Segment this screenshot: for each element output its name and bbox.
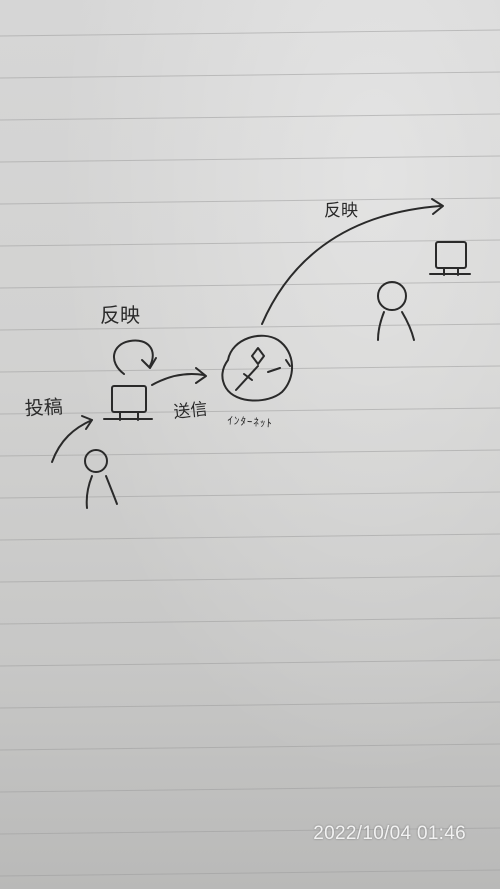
label-post: 投稿 (24, 396, 64, 420)
post-arrowhead (81, 415, 93, 430)
ruled-line (0, 281, 500, 289)
ruled-line (0, 365, 500, 373)
ruled-line (0, 407, 500, 415)
ruled-line (0, 533, 500, 541)
computer-right-icon (429, 241, 471, 276)
label-send: 送信 (172, 399, 209, 423)
ruled-line (0, 617, 500, 625)
send-arrowhead (195, 367, 207, 384)
ruled-line (0, 743, 500, 751)
reflect-loop-arrowhead (141, 357, 157, 369)
person-left (84, 449, 118, 509)
ruled-line (0, 197, 500, 205)
ruled-line (0, 71, 500, 79)
label-reflect-left: 反映 (100, 303, 140, 327)
ruled-line (0, 155, 500, 163)
reflect-loop-arrow (113, 339, 154, 375)
ruled-line (0, 491, 500, 499)
ruled-line (0, 323, 500, 331)
person-right (377, 281, 415, 341)
ruled-line (0, 869, 500, 877)
internet-circle (221, 334, 294, 402)
label-reflect-right: 反映 (324, 201, 358, 221)
ruled-line (0, 239, 500, 247)
ruled-line (0, 659, 500, 667)
post-arrow (51, 419, 93, 463)
label-internet: ｲﾝﾀｰﾈｯﾄ (226, 413, 274, 431)
computer-left-icon (103, 385, 153, 421)
reflect-arc-arrowhead (431, 198, 444, 215)
ruled-line (0, 785, 500, 793)
ruled-line (0, 827, 500, 835)
photo-timestamp: 2022/10/04 01:46 (313, 823, 466, 844)
ruled-line (0, 701, 500, 709)
ruled-line (0, 449, 500, 457)
send-arrow (151, 373, 205, 386)
reflect-arc-arrow (261, 205, 441, 325)
ruled-line (0, 575, 500, 583)
ruled-line (0, 29, 500, 37)
ruled-line (0, 113, 500, 121)
